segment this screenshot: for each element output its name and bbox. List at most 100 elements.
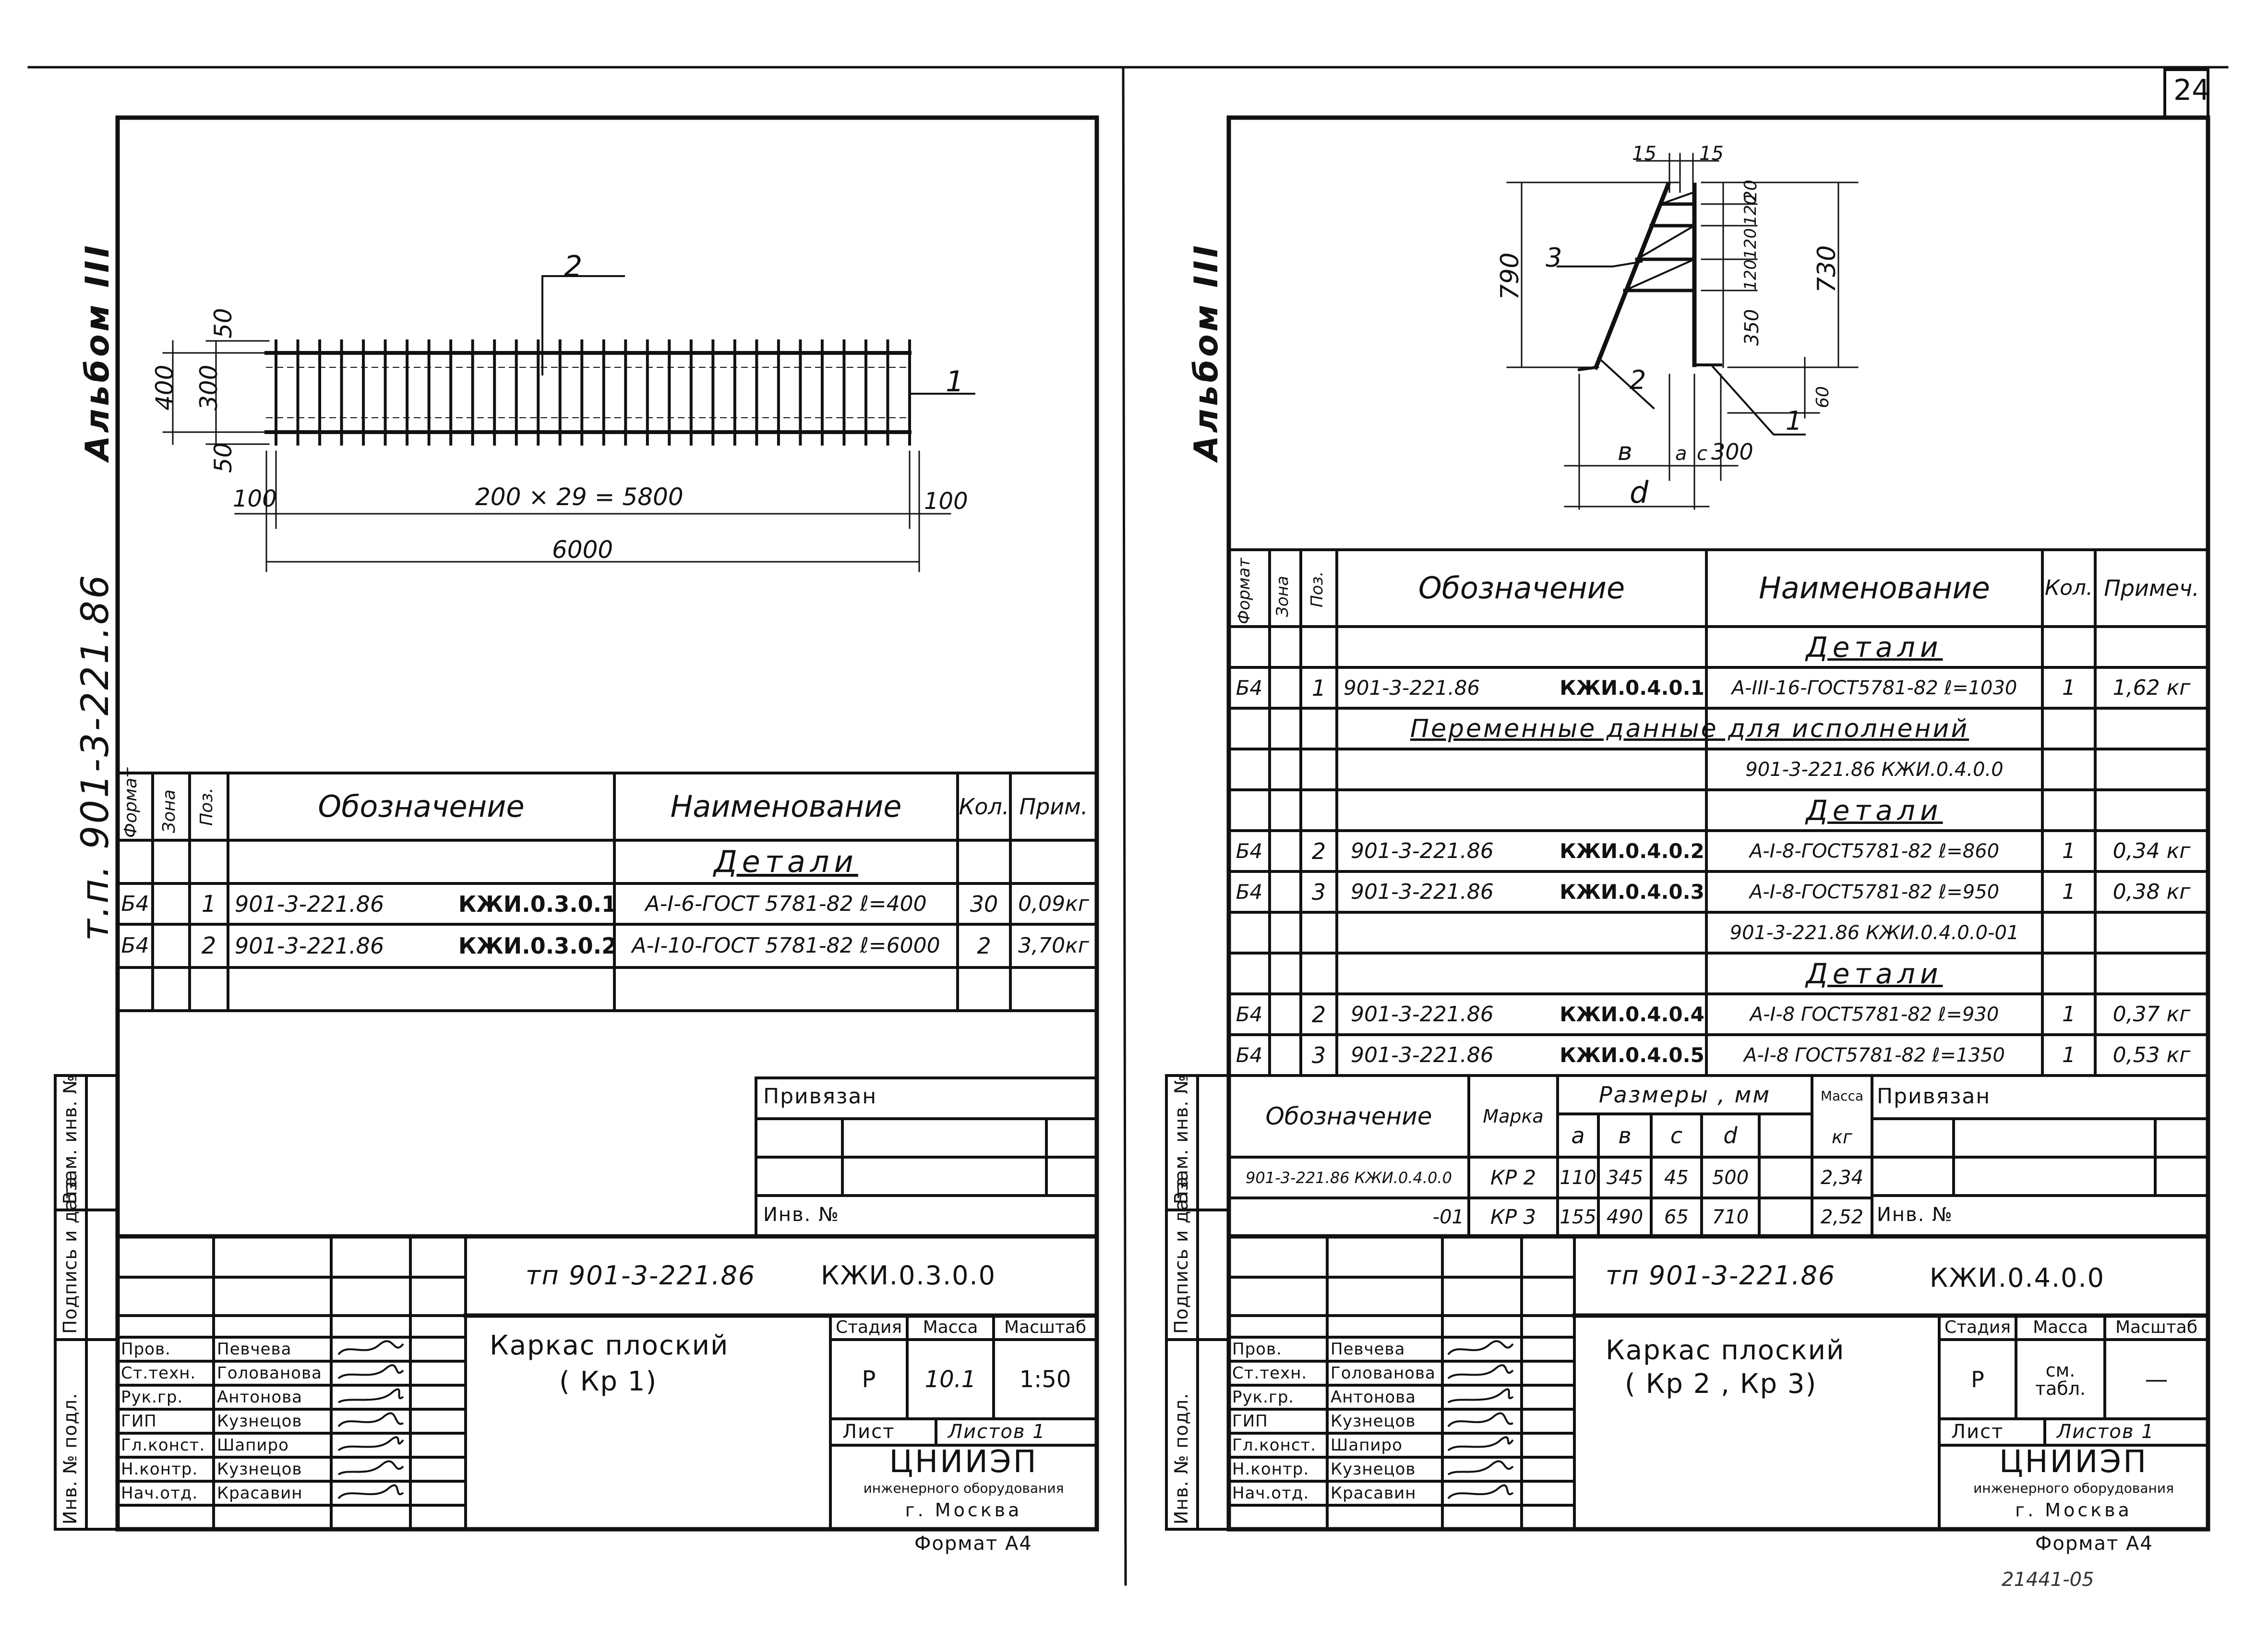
spec-section-details-2: Детали bbox=[1806, 794, 1943, 827]
dim-height-400: 400 bbox=[151, 364, 179, 411]
row-qty: 2 bbox=[977, 933, 991, 959]
spec-header-name: Наименование bbox=[670, 789, 902, 824]
org-name: ЦНИИЭП bbox=[889, 1444, 1038, 1480]
sheet-label: Лист bbox=[842, 1421, 895, 1443]
signature-role: Ст.техн. bbox=[121, 1364, 196, 1383]
dim-60: 60 bbox=[1813, 386, 1833, 408]
spec-section-details-3: Детали bbox=[1806, 957, 1943, 990]
dim-300: 300 bbox=[1711, 439, 1753, 465]
dim-spacing: 200 × 29 = 5800 bbox=[475, 483, 684, 511]
position-3-label: 3 bbox=[1546, 242, 1562, 273]
side-label-vzam: Взам. инв. № bbox=[1171, 1074, 1192, 1204]
scale-label: Масштаб bbox=[2115, 1318, 2198, 1337]
handwritten-signature bbox=[337, 1460, 404, 1475]
row-format: Б4 bbox=[1236, 1002, 1263, 1026]
format-note: Формат А4 bbox=[914, 1533, 1032, 1555]
row-code: КЖИ.0.4.0.2 bbox=[1560, 839, 1704, 863]
dim-top-50: 50 bbox=[209, 308, 237, 338]
row-qty: 1 bbox=[2062, 675, 2076, 700]
row-format: Б4 bbox=[121, 891, 149, 916]
sizes-row-a: 110 bbox=[1560, 1166, 1596, 1189]
sizes-row-c: 65 bbox=[1664, 1206, 1689, 1228]
signature-role: Рук.гр. bbox=[121, 1388, 183, 1407]
position-2-label: 2 bbox=[564, 250, 583, 283]
project-vertical-label: т.п. 901-3-221.86 bbox=[74, 573, 117, 941]
dim-a: а bbox=[1675, 443, 1687, 465]
row-name: А-III-16-ГОСТ5781-82 ℓ=1030 bbox=[1731, 677, 2017, 699]
signature-role: Гл.конст. bbox=[121, 1436, 205, 1455]
signature-role: Рук.гр. bbox=[1232, 1388, 1295, 1407]
handwritten-signature bbox=[337, 1340, 404, 1355]
side-label-vzam: Взам. инв. № bbox=[60, 1074, 81, 1204]
row-note: 1,62 кг bbox=[2112, 675, 2191, 700]
title-project: тп 901-3-221.86 bbox=[526, 1260, 756, 1291]
handwritten-signature bbox=[337, 1436, 404, 1451]
dim-350: 350 bbox=[1741, 309, 1763, 346]
sizes-header-mass-unit: кг bbox=[1832, 1126, 1852, 1148]
signature-role: Нач.отд. bbox=[121, 1484, 198, 1503]
album-label: Альбом III bbox=[1188, 242, 1225, 461]
format-note: Формат А4 bbox=[2035, 1533, 2153, 1555]
spec-section-details: Детали bbox=[714, 844, 858, 879]
dim-bottom-50: 50 bbox=[209, 442, 237, 473]
row-code: КЖИ.0.4.0.3 bbox=[1560, 880, 1704, 904]
signature-name: Певчева bbox=[217, 1340, 292, 1359]
mass-label: Масса bbox=[923, 1318, 978, 1337]
sizes-header-sizes: Размеры , мм bbox=[1598, 1082, 1771, 1108]
signature-name: Голованова bbox=[1331, 1364, 1436, 1383]
spec-header-zone: Зона bbox=[159, 789, 179, 833]
sheets-label: Листов 1 bbox=[948, 1421, 1046, 1443]
inv-no-label: Инв. № bbox=[763, 1204, 840, 1226]
row-pos: 2 bbox=[1311, 1001, 1326, 1028]
dim-15-right: 15 bbox=[1699, 143, 1724, 165]
handwritten-signature bbox=[1447, 1340, 1514, 1355]
spec-header-note: Прим. bbox=[1019, 794, 1088, 820]
inv-no-label: Инв. № bbox=[1877, 1204, 1953, 1226]
dim-300: 300 bbox=[195, 364, 223, 411]
dim-730: 730 bbox=[1812, 245, 1841, 293]
row-pos: 3 bbox=[1311, 1042, 1326, 1068]
row-pos: 2 bbox=[201, 932, 216, 959]
row-format: Б4 bbox=[1236, 880, 1263, 904]
row-doc: 901-3-221.86 bbox=[235, 933, 384, 959]
signature-role: ГИП bbox=[121, 1412, 157, 1431]
archive-number: 21441-05 bbox=[2002, 1569, 2094, 1591]
scale-label: Масштаб bbox=[1004, 1318, 1087, 1337]
handwritten-signature bbox=[337, 1388, 404, 1403]
row-name: А-I-8-ГОСТ5781-82 ℓ=950 bbox=[1749, 881, 2000, 903]
signature-role: ГИП bbox=[1232, 1412, 1268, 1431]
sizes-col-b: в bbox=[1618, 1123, 1632, 1148]
title-code: КЖИ.0.3.0.0 bbox=[821, 1260, 996, 1291]
row-code: КЖИ.0.4.0.4 bbox=[1560, 1002, 1704, 1026]
row-pos: 3 bbox=[1311, 879, 1326, 905]
signature-role: Гл.конст. bbox=[1232, 1436, 1317, 1455]
org-subtitle: инженерного оборудования bbox=[863, 1480, 1064, 1496]
dim-120-b: 120 bbox=[1741, 228, 1760, 259]
row-pos: 1 bbox=[1311, 675, 1326, 701]
spec-header-zone: Зона bbox=[1273, 576, 1292, 617]
handwritten-signature bbox=[337, 1364, 404, 1379]
title-line-2: ( Кр 1) bbox=[559, 1366, 658, 1397]
row-code: КЖИ.0.4.0.1 bbox=[1560, 676, 1704, 700]
signature-role: Нач.отд. bbox=[1232, 1484, 1309, 1503]
row-note: 0,37 кг bbox=[2112, 1002, 2191, 1027]
dim-d: d bbox=[1630, 475, 1649, 510]
row-doc: 901-3-221.86 bbox=[1351, 1002, 1494, 1027]
signature-name: Шапиро bbox=[217, 1436, 289, 1455]
spec-section-details-1: Детали bbox=[1806, 630, 1943, 664]
dim-120-a: 120 bbox=[1741, 194, 1760, 226]
dim-right-100: 100 bbox=[924, 488, 968, 515]
handwritten-signature bbox=[1447, 1436, 1514, 1451]
row-note: 0,38 кг bbox=[2112, 879, 2191, 904]
side-label-inv-podl: Инв. № подл. bbox=[1171, 1392, 1192, 1524]
sizes-row-mass: 2,34 bbox=[1820, 1166, 1864, 1189]
row-note: 0,34 кг bbox=[2112, 838, 2191, 863]
row-note: 0,09кг bbox=[1018, 891, 1089, 916]
title-line-1: Каркас плоский bbox=[490, 1330, 729, 1361]
sheet-label: Лист bbox=[1951, 1421, 2004, 1443]
dim-left-100: 100 bbox=[233, 485, 277, 512]
signature-role: Пров. bbox=[1232, 1340, 1282, 1359]
row-format: Б4 bbox=[1236, 676, 1263, 700]
handwritten-signature bbox=[1447, 1364, 1514, 1379]
row-doc: 901-3-221.86 bbox=[235, 891, 384, 917]
